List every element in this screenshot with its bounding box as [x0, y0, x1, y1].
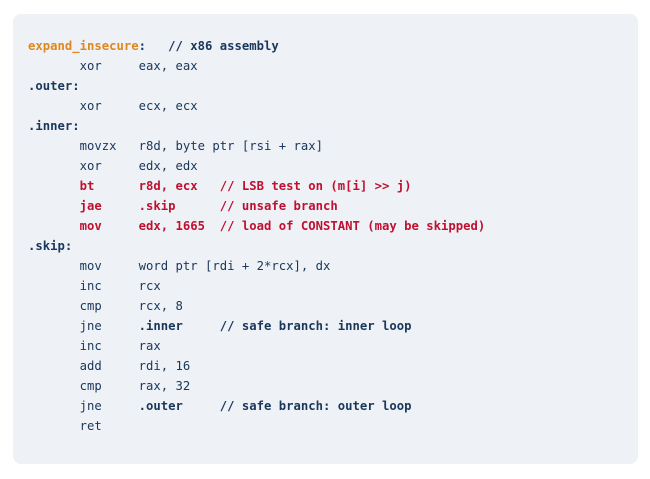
code-token-bold: .inner — [138, 319, 183, 333]
code-token-plain: cmp rcx, 8 — [28, 299, 183, 313]
code-token-plain: mov word ptr [rdi + 2*rcx], dx — [28, 259, 331, 273]
code-token-bold: .skip: — [28, 239, 73, 253]
code-line: inc rcx — [28, 276, 628, 296]
code-token-plain: inc rcx — [28, 279, 161, 293]
code-line: jne .outer // safe branch: outer loop — [28, 396, 628, 416]
code-line: mov word ptr [rdi + 2*rcx], dx — [28, 256, 628, 276]
code-token-plain: add rdi, 16 — [28, 359, 191, 373]
code-line: ret — [28, 416, 628, 436]
code-token-bold: .outer — [138, 399, 183, 413]
code-token-plain: xor eax, eax — [28, 59, 198, 73]
code-token-plain: ret — [28, 419, 102, 433]
code-token-plain — [183, 399, 220, 413]
code-token-comment: // x86 assembly — [168, 39, 279, 53]
code-line: expand_insecure: // x86 assembly — [28, 36, 628, 56]
code-token-plain: jne — [28, 319, 139, 333]
code-token-danger: jae .skip // unsafe branch — [28, 199, 338, 213]
code-token-plain: cmp rax, 32 — [28, 379, 191, 393]
assembly-code: expand_insecure: // x86 assembly xor eax… — [28, 36, 628, 436]
code-line: cmp rcx, 8 — [28, 296, 628, 316]
code-token-function: expand_insecure — [28, 39, 139, 53]
code-line: jne .inner // safe branch: inner loop — [28, 316, 628, 336]
code-line: .skip: — [28, 236, 628, 256]
code-line: .outer: — [28, 76, 628, 96]
code-line: add rdi, 16 — [28, 356, 628, 376]
code-line: mov edx, 1665 // load of CONSTANT (may b… — [28, 216, 628, 236]
code-line: xor edx, edx — [28, 156, 628, 176]
code-line: jae .skip // unsafe branch — [28, 196, 628, 216]
code-line: inc rax — [28, 336, 628, 356]
code-token-plain: movzx r8d, byte ptr [rsi + rax] — [28, 139, 324, 153]
code-token-plain: xor ecx, ecx — [28, 99, 198, 113]
code-token-danger: mov edx, 1665 // load of CONSTANT (may b… — [28, 219, 486, 233]
code-token-bold: .inner: — [28, 119, 80, 133]
code-line: cmp rax, 32 — [28, 376, 628, 396]
code-line: .inner: — [28, 116, 628, 136]
code-token-plain: jne — [28, 399, 139, 413]
code-token-danger: bt r8d, ecx // LSB test on (m[i] >> j) — [28, 179, 412, 193]
code-token-bold: : — [138, 39, 169, 53]
code-token-plain: inc rax — [28, 339, 161, 353]
code-token-plain: xor edx, edx — [28, 159, 198, 173]
code-line: movzx r8d, byte ptr [rsi + rax] — [28, 136, 628, 156]
code-token-comment: // safe branch: outer loop — [219, 399, 412, 413]
code-token-bold: .outer: — [28, 79, 80, 93]
code-token-plain — [183, 319, 220, 333]
code-line: bt r8d, ecx // LSB test on (m[i] >> j) — [28, 176, 628, 196]
assembly-code-block: expand_insecure: // x86 assembly xor eax… — [13, 14, 638, 464]
code-token-comment: // safe branch: inner loop — [219, 319, 412, 333]
code-line: xor eax, eax — [28, 56, 628, 76]
code-line: xor ecx, ecx — [28, 96, 628, 116]
